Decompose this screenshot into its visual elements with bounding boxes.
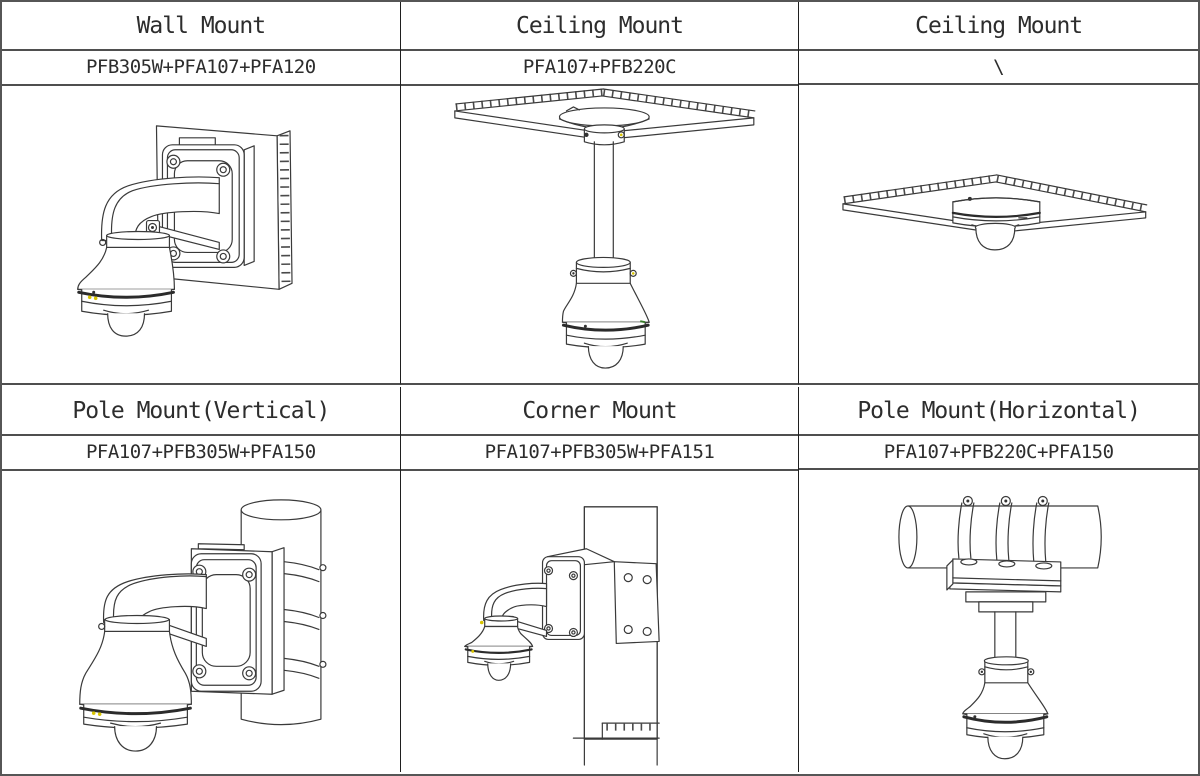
pole-vertical-illustration-area (2, 471, 400, 772)
wall-mount-illustration-area (2, 86, 400, 383)
cell-ceiling-mount-pendant: Ceiling Mount PFA107+PFB220C (400, 2, 800, 385)
dome-camera (962, 682, 1049, 760)
pole-straps (957, 496, 1050, 563)
ceiling-direct-illustration-area (799, 85, 1198, 383)
pole-coupler (978, 656, 1035, 688)
wall-mount-illustration (77, 125, 293, 337)
part-number: PFA107+PFB305W+PFA151 (400, 436, 799, 472)
dome-camera (561, 282, 650, 369)
cell-title: Ceiling Mount (799, 2, 1198, 51)
pole-straps (283, 561, 327, 679)
corner-mount-illustration (463, 506, 660, 766)
pole-horizontal-illustration (898, 496, 1103, 760)
cell-title: Ceiling Mount (400, 2, 799, 52)
ceiling-direct-illustration (842, 174, 1148, 251)
ceiling-mount-plate (558, 106, 650, 146)
ceiling-pendant-illustration (453, 88, 756, 369)
compact-dome-camera (952, 197, 1042, 251)
cell-title: Pole Mount(Vertical) (2, 387, 400, 437)
cell-title: Corner Mount (400, 387, 799, 437)
dome-camera (79, 614, 192, 752)
part-number: \ (799, 51, 1198, 86)
part-number: PFB305W+PFA107+PFA120 (2, 51, 400, 87)
pole-horizontal-illustration-area (799, 470, 1198, 772)
corner-mount-illustration-area (401, 471, 799, 772)
part-number: PFA107+PFB305W+PFA150 (2, 436, 400, 472)
cell-pole-mount-horizontal: Pole Mount(Horizontal) PFA107+PFB220C+PF… (799, 387, 1198, 772)
dome-camera (463, 615, 533, 681)
part-number: PFA107+PFB220C (400, 51, 799, 86)
cell-corner-mount: Corner Mount PFA107+PFB305W+PFA151 (400, 387, 800, 772)
cell-ceiling-mount-direct: Ceiling Mount \ (799, 2, 1198, 385)
cell-pole-mount-vertical: Pole Mount(Vertical) PFA107+PFB305W+PFA1… (2, 387, 401, 772)
pole-vertical-illustration (79, 499, 327, 752)
junction-box-screws (192, 564, 257, 681)
pendant-pole (965, 591, 1047, 662)
part-number: PFA107+PFB220C+PFA150 (799, 436, 1198, 471)
dome-camera (77, 230, 176, 337)
horizontal-pole (898, 505, 1103, 569)
junction-box (190, 553, 262, 692)
cell-title: Pole Mount(Horizontal) (799, 387, 1198, 436)
cell-wall-mount: Wall Mount PFB305W+PFA107+PFA120 (2, 2, 401, 385)
pendant-pole (593, 141, 614, 264)
ceiling-pendant-illustration-area (401, 86, 799, 383)
strap-plate (946, 558, 1062, 593)
cell-title: Wall Mount (2, 2, 400, 52)
mounting-arm (100, 176, 220, 251)
junction-box (541, 556, 585, 641)
